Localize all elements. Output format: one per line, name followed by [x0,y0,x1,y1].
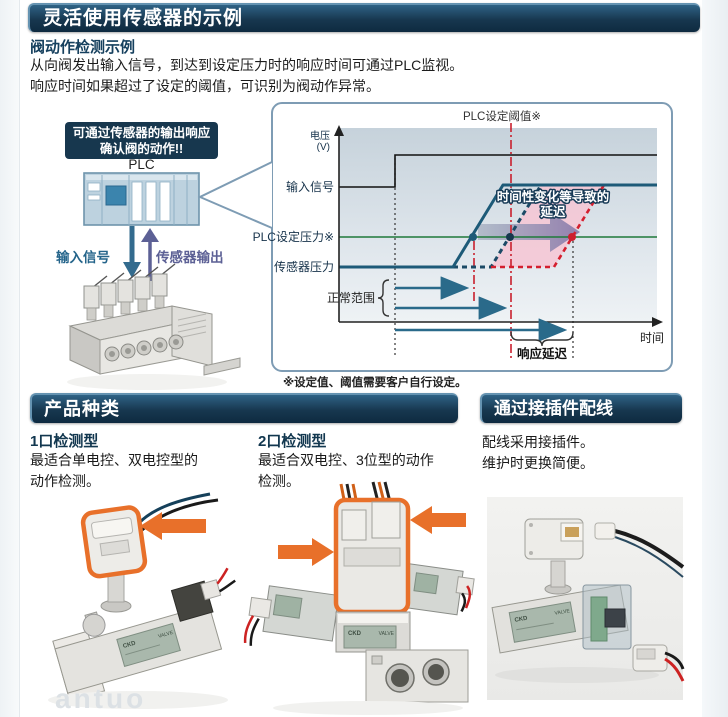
left-valve [243,585,340,646]
product-photo-connector-bg: CKD VALVE [487,497,685,700]
intro-line-1: 从向阀发出输入信号，到达到设定压力时的响应时间可通过PLC监视。 [30,57,464,73]
sensor-output-label: 传感器输出 [156,250,224,265]
sensor-unit-highlighted [80,505,148,613]
sensor-pressure-trace [339,183,657,269]
delay-shift-arrow [478,212,580,252]
highlight-arrow-left-2 [410,506,466,534]
solenoid-transparent [582,584,632,650]
center-valve-highlighted: CKD VALVE [333,497,411,653]
plc-illustration [83,172,200,226]
svg-text:CKD: CKD [514,616,529,624]
input-signal-trace [339,154,657,188]
product-2-desc: 最适合双电控、3位型的动作 检测。 [258,452,434,489]
input-signal-trace-label: 输入信号 [286,179,334,194]
right-valve [402,563,475,616]
timing-chart: PLC设定阈值※ 时间性变化等导致的 延迟 电压 (V) 时间 输入信号 PL [197,102,673,372]
chart-panel-tail [197,161,273,229]
product-photo-connector: CKD VALVE [491,518,685,683]
response-delay-label: 响应延迟 [517,346,568,361]
section-header-main: 灵活使用传感器的示例 [28,3,700,32]
plc-pressure-label: PLC设定压力※ [253,229,334,244]
threshold-title: PLC设定阈值※ [463,109,541,123]
product-2-title: 2口检测型 [258,433,327,450]
base-block [365,649,469,703]
product-photo-1port: CKD VALVE [48,492,236,709]
normal-range-brace [377,279,390,317]
product-photo-2port: CKD VALVE [243,481,475,715]
page-right-edge [702,0,728,717]
normal-range-label: 正常范围 [327,291,375,305]
delayed-cross-dot [568,233,576,241]
valve-body: CKD VALVE [52,567,236,702]
callout-line-1: 可通过传感器的输出响应 [72,126,211,140]
y-axis-label-1: 电压 [310,129,330,142]
svg-text:VALVE: VALVE [158,630,175,640]
cable-plug [594,522,616,540]
response-delay-brace [510,331,574,347]
sensor-pressure-label: 传感器压力 [274,259,334,274]
section-header-products: 产品种类 [30,393,458,423]
plc-label: PLC [128,157,155,172]
delay-note-line-2: 延迟 [539,204,566,219]
x-axis-label: 时间 [640,331,664,345]
svg-text:VALVE: VALVE [379,631,395,637]
wiring-desc: 配线采用接插件。 维护时更换简便。 [482,434,594,471]
highlight-arrow-left [140,512,206,540]
svg-text:VALVE: VALVE [554,608,571,617]
svg-text:CKD: CKD [348,631,362,637]
svg-text:CKD: CKD [122,640,137,650]
chart-footnote: ※设定值、阈值需要客户自行设定。 [283,377,467,389]
detached-connector [632,644,685,682]
normal-cross-dot [469,233,477,241]
plc-valve-signal-arrows [123,226,159,281]
delay-note-line-1: 时间性变化等导致的 [497,189,610,204]
sensor-callout: 可通过传感器的输出响应 确认阀的动作!! [65,122,218,159]
callout-line-2: 确认阀的动作!! [99,142,184,156]
page-left-edge [0,0,20,717]
intro-subtitle: 阀动作检测示例 [30,39,136,56]
product-1-desc: 最适合单电控、双电控型的 动作检测。 [30,452,198,489]
section-header-wiring: 通过接插件配线 [480,393,682,423]
intro-line-2: 响应时间如果超过了设定的阈值，可识别为阀动作异常。 [30,78,380,94]
threshold-cross-dot [506,233,514,241]
intro-paragraph: 从向阀发出输入信号，到达到设定压力时的响应时间可通过PLC监视。 响应时间如果超… [30,55,690,97]
sensor-unit-3 [524,518,584,595]
input-signal-label: 输入信号 [56,250,110,265]
valve-manifold-illustration [67,263,241,390]
watermark: antuo [55,683,147,714]
product-1-title: 1口检测型 [30,433,99,450]
highlight-arrow-right [278,538,334,566]
y-axis-label-2: (V) [317,142,330,153]
